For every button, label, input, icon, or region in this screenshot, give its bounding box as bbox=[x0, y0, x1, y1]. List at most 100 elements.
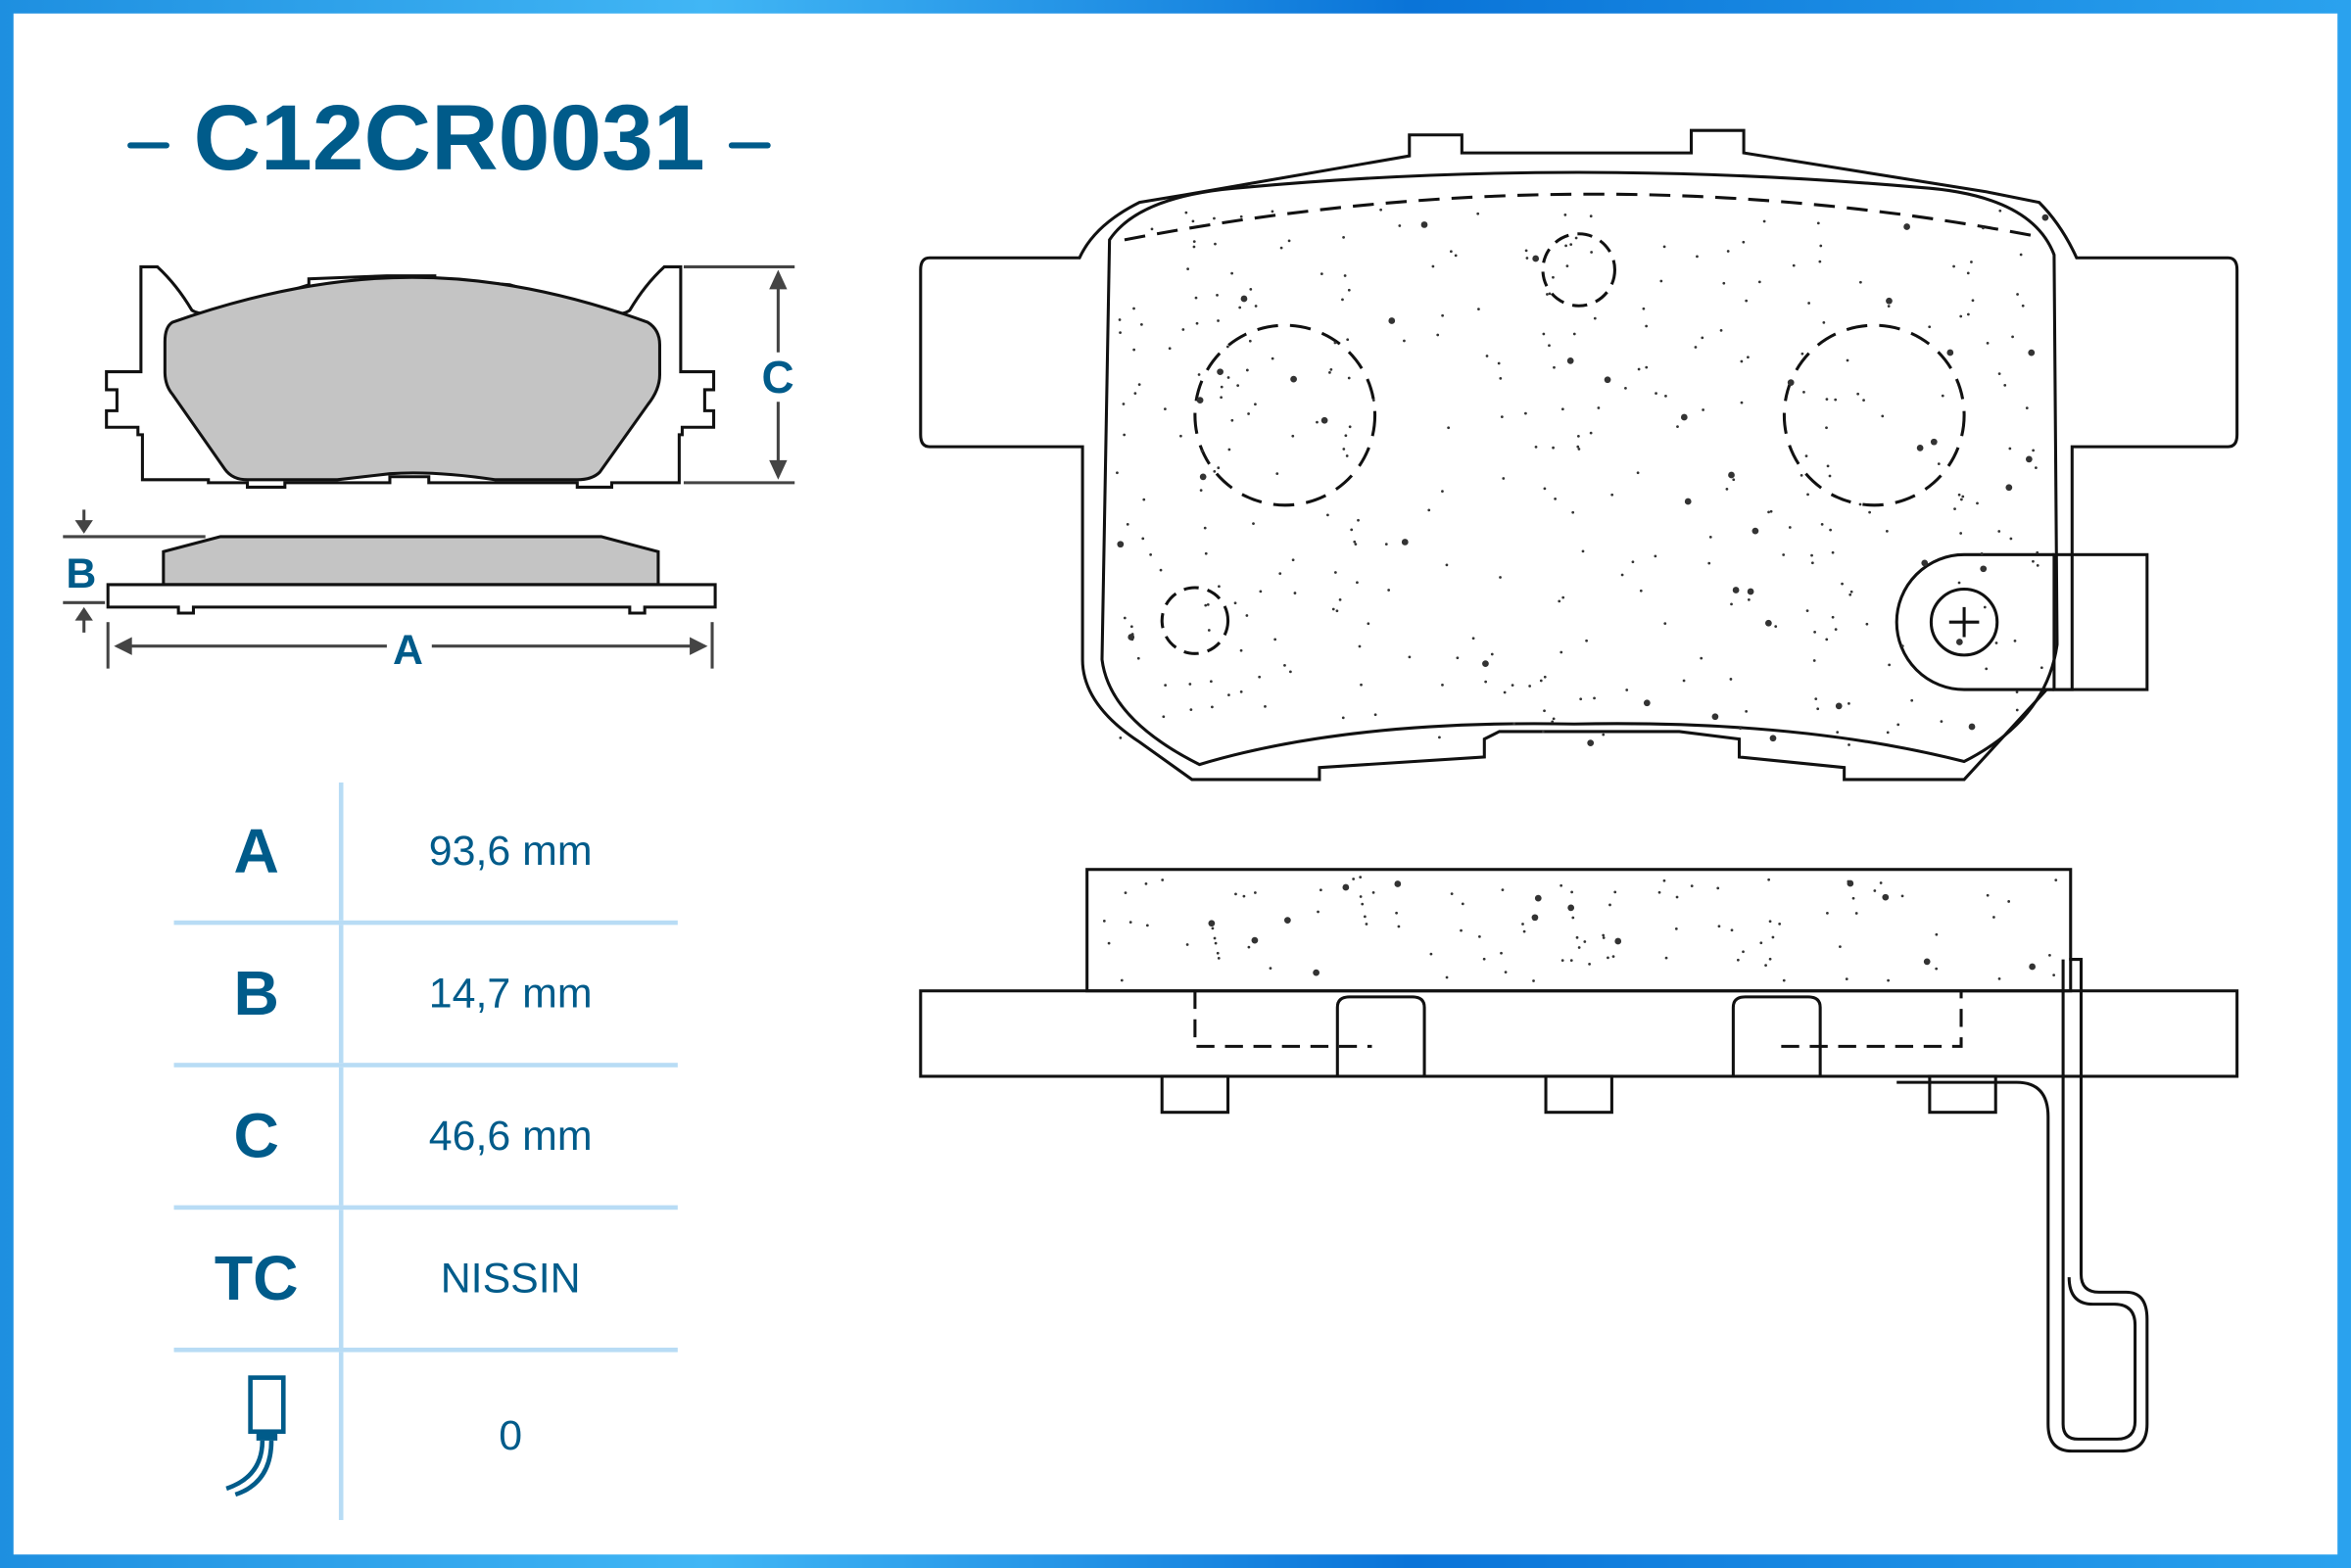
texture-dot bbox=[1123, 433, 1127, 437]
texture-dot bbox=[1126, 522, 1129, 526]
texture-dot bbox=[1543, 487, 1547, 491]
texture-dot bbox=[1847, 879, 1850, 883]
texture-dot bbox=[1347, 288, 1351, 292]
texture-dot bbox=[1429, 952, 1433, 956]
texture-dot bbox=[1189, 708, 1193, 712]
texture-dot bbox=[1940, 720, 1943, 724]
texture-dot bbox=[1348, 425, 1352, 429]
texture-dot bbox=[1879, 881, 1883, 884]
texture-dot bbox=[1818, 260, 1822, 263]
texture-dot bbox=[1822, 320, 1826, 324]
texture-dot bbox=[1395, 911, 1398, 915]
spec-key bbox=[174, 1352, 344, 1521]
texture-dot bbox=[1643, 699, 1651, 707]
texture-dot bbox=[1888, 663, 1892, 667]
texture-dot bbox=[1534, 894, 1542, 902]
texture-dot bbox=[1490, 652, 1494, 656]
texture-dot bbox=[1254, 305, 1258, 308]
texture-dot bbox=[1831, 615, 1835, 619]
texture-dot bbox=[1589, 214, 1593, 218]
texture-dot bbox=[1521, 923, 1524, 926]
texture-dot bbox=[1873, 889, 1877, 892]
texture-dot bbox=[1319, 272, 1323, 276]
texture-dot bbox=[1191, 219, 1195, 223]
texture-dot bbox=[1213, 469, 1217, 473]
texture-dot bbox=[1845, 977, 1848, 980]
texture-dot bbox=[1762, 219, 1766, 223]
texture-dot bbox=[1862, 399, 1865, 403]
texture-dot bbox=[1216, 293, 1219, 297]
texture-dot bbox=[1608, 903, 1611, 907]
texture-dot bbox=[1566, 356, 1574, 364]
texture-dot bbox=[1767, 510, 1770, 514]
texture-dot bbox=[1132, 348, 1136, 352]
texture-dot bbox=[1319, 888, 1322, 892]
texture-dot bbox=[1885, 530, 1889, 533]
texture-dot bbox=[1504, 971, 1508, 974]
texture-dot bbox=[1341, 298, 1344, 302]
texture-dot bbox=[1358, 644, 1362, 648]
texture-dot bbox=[1227, 448, 1231, 451]
texture-dot bbox=[1192, 245, 1196, 249]
texture-dot bbox=[1512, 722, 1516, 726]
texture-dot bbox=[1835, 702, 1843, 710]
texture-dot bbox=[1742, 950, 1745, 954]
texture-dot bbox=[2007, 900, 2011, 903]
pad-side-profile bbox=[919, 868, 2239, 1453]
texture-dot bbox=[1563, 214, 1567, 216]
texture-dot bbox=[1980, 565, 1988, 573]
texture-dot bbox=[1278, 572, 1282, 576]
texture-dot bbox=[1946, 349, 1954, 356]
texture-dot bbox=[1571, 510, 1575, 514]
sensor-clip bbox=[2052, 552, 2149, 691]
texture-dot bbox=[1373, 713, 1377, 717]
texture-dot bbox=[1708, 536, 1712, 539]
texture-dot bbox=[1588, 963, 1591, 966]
texture-dot bbox=[1986, 893, 1990, 897]
texture-dot bbox=[1719, 328, 1723, 332]
pad-top-view bbox=[919, 128, 2239, 782]
texture-dot bbox=[1834, 628, 1838, 631]
texture-dot bbox=[1164, 407, 1167, 410]
texture-dot bbox=[1745, 709, 1749, 713]
texture-dot bbox=[1287, 239, 1291, 243]
texture-dot bbox=[1579, 697, 1583, 701]
texture-dot bbox=[1213, 216, 1216, 220]
texture-dot bbox=[1249, 287, 1253, 291]
texture-dot bbox=[1203, 526, 1207, 530]
dim-c-label: C bbox=[762, 352, 794, 403]
texture-dot bbox=[1825, 638, 1829, 641]
texture-dot bbox=[1930, 438, 1938, 446]
texture-dot bbox=[1394, 880, 1402, 887]
spec-value: 14,7 mm bbox=[428, 970, 593, 1017]
texture-dot bbox=[1522, 929, 1526, 933]
texture-dot bbox=[1478, 935, 1481, 938]
texture-dot bbox=[1881, 414, 1885, 418]
texture-dot bbox=[1645, 324, 1649, 328]
texture-dot bbox=[1208, 920, 1216, 927]
texture-dot bbox=[1316, 420, 1319, 424]
texture-dot bbox=[1887, 305, 1891, 308]
texture-dot bbox=[1420, 221, 1428, 228]
texture-dot bbox=[2054, 879, 2058, 882]
texture-dot bbox=[1161, 879, 1165, 881]
texture-dot bbox=[1565, 264, 1569, 268]
texture-dot bbox=[1283, 664, 1286, 667]
texture-dot bbox=[1334, 571, 1337, 574]
texture-dot bbox=[2015, 690, 2019, 693]
texture-dot bbox=[2008, 447, 2012, 451]
texture-dot bbox=[1848, 593, 1852, 596]
texture-dot bbox=[2025, 406, 2029, 410]
texture-dot bbox=[1903, 223, 1910, 230]
texture-dot bbox=[1137, 383, 1141, 386]
texture-dot bbox=[1456, 656, 1460, 660]
texture-dot bbox=[1868, 510, 1871, 514]
texture-dot bbox=[1441, 490, 1444, 493]
texture-dot bbox=[1214, 941, 1218, 945]
texture-dot bbox=[1123, 616, 1127, 620]
pad-side-view bbox=[106, 535, 717, 615]
texture-dot bbox=[1572, 332, 1576, 336]
texture-dot bbox=[1328, 371, 1331, 374]
texture-dot bbox=[1482, 660, 1489, 668]
texture-dot bbox=[1825, 398, 1829, 402]
